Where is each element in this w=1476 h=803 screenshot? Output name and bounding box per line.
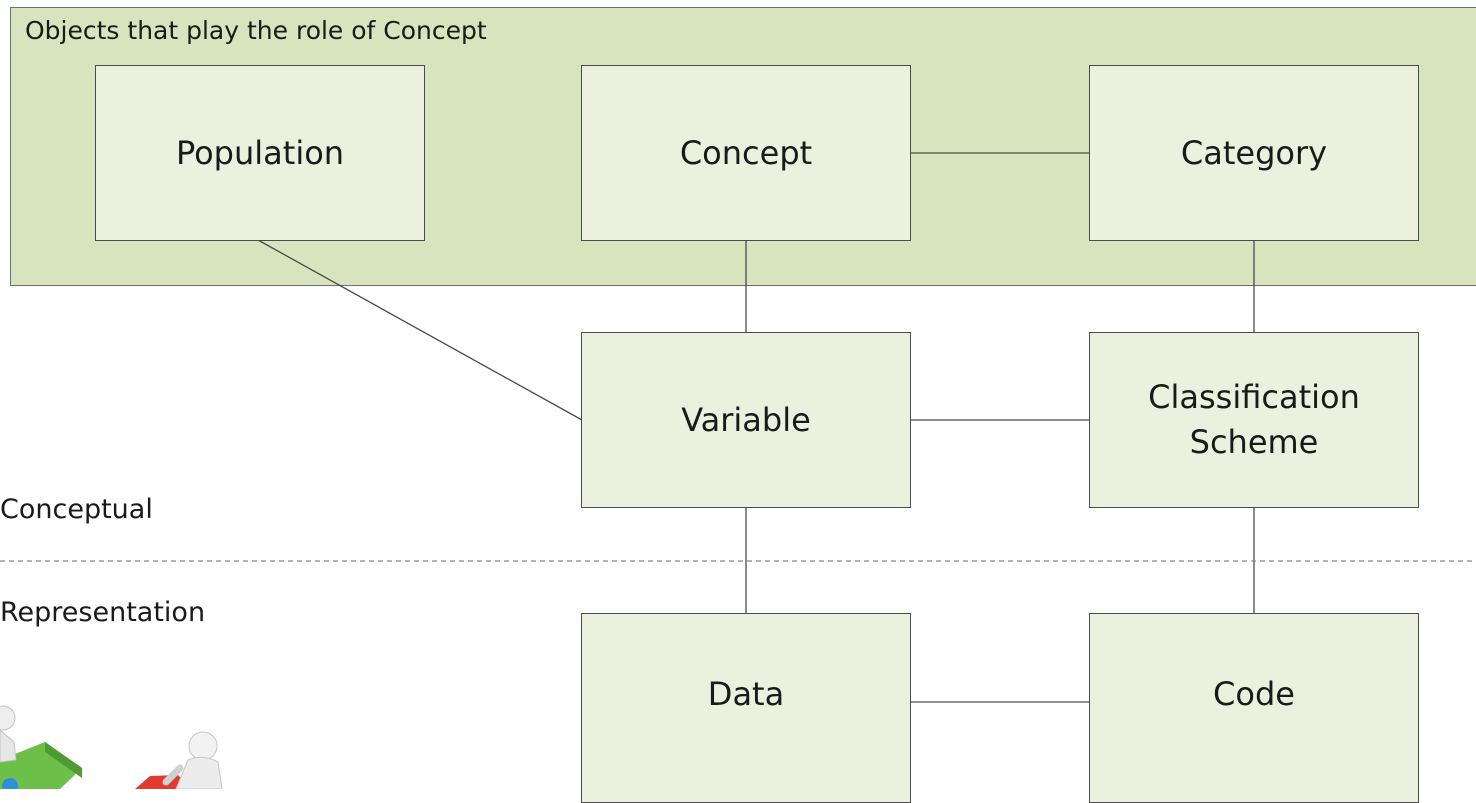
edge-population-variable — [257, 239, 583, 421]
conceptual-layer-label: Conceptual — [0, 494, 153, 525]
representation-layer-label: Representation — [0, 597, 206, 628]
category-box: Category — [1089, 65, 1419, 241]
variable-box: Variable — [581, 332, 911, 508]
concept-label: Concept — [679, 133, 813, 172]
code-label: Code — [1213, 674, 1295, 713]
concept-box: Concept — [581, 65, 911, 241]
puzzle-people-icon — [0, 705, 223, 789]
code-box: Code — [1089, 613, 1419, 803]
classification-scheme-label: Classification Scheme — [1148, 378, 1360, 461]
data-box: Data — [581, 613, 911, 803]
variable-label: Variable — [681, 400, 811, 439]
region-title: Objects that play the role of Concept — [25, 16, 487, 45]
population-box: Population — [95, 65, 425, 241]
classification-scheme-box: Classification Scheme — [1089, 332, 1419, 508]
population-label: Population — [175, 133, 345, 172]
data-label: Data — [707, 674, 785, 713]
category-label: Category — [1180, 133, 1328, 172]
